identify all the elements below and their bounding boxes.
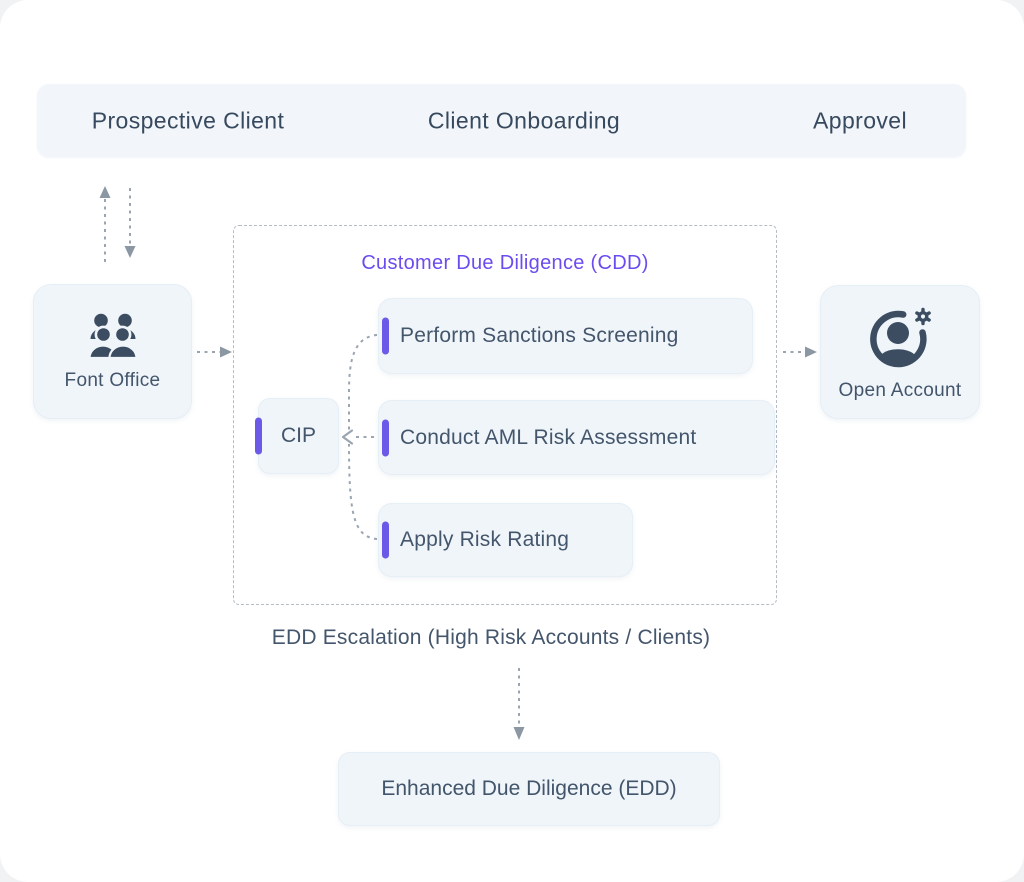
- node-conduct-aml-risk-assessment: Conduct AML Risk Assessment: [378, 400, 775, 475]
- node-cip: CIP: [255, 398, 339, 474]
- arrow-edd-head: [513, 727, 525, 740]
- task-accent-bar: [382, 521, 389, 559]
- arrow-right-2-head: [805, 346, 817, 358]
- stage-label-approvel: Approvel: [813, 107, 907, 133]
- stage-label-client-onboarding: Client Onboarding: [427, 107, 621, 133]
- node-enhanced-due-diligence: Enhanced Due Diligence (EDD): [338, 752, 720, 826]
- open-account-label: Open Account: [838, 379, 962, 401]
- task-accent-bar: [382, 419, 389, 456]
- arrow-up-head: [99, 186, 111, 198]
- cdd-group-title: Customer Due Diligence (CDD): [361, 252, 649, 274]
- task-label: Conduct AML Risk Assessment: [400, 425, 697, 449]
- node-open-account: Open Account: [820, 285, 980, 419]
- stage-bar: Prospective Client Client Onboarding App…: [37, 84, 966, 157]
- stage-label-prospective-client: Prospective Client: [91, 107, 285, 133]
- cdd-group-container: Customer Due Diligence (CDD): [233, 225, 777, 605]
- arrow-down-head: [124, 246, 136, 258]
- front-office-label: Font Office: [64, 369, 161, 391]
- cip-accent-bar: [255, 417, 262, 455]
- task-label: Perform Sanctions Screening: [400, 324, 679, 347]
- task-accent-bar: [382, 317, 389, 355]
- task-label: Apply Risk Rating: [400, 528, 570, 551]
- node-apply-risk-rating: Apply Risk Rating: [378, 503, 633, 577]
- account-settings-icon: [870, 307, 931, 367]
- node-front-office: Font Office: [33, 284, 192, 419]
- node-perform-sanctions-screening: Perform Sanctions Screening: [378, 298, 753, 374]
- people-group-icon: [87, 313, 138, 359]
- gear-icon: [915, 307, 931, 325]
- cip-label: CIP: [280, 424, 316, 447]
- arrow-right-1-head: [220, 346, 232, 358]
- edd-box-label: Enhanced Due Diligence (EDD): [381, 777, 677, 800]
- edd-escalation-label: EDD Escalation (High Risk Accounts / Cli…: [271, 626, 711, 649]
